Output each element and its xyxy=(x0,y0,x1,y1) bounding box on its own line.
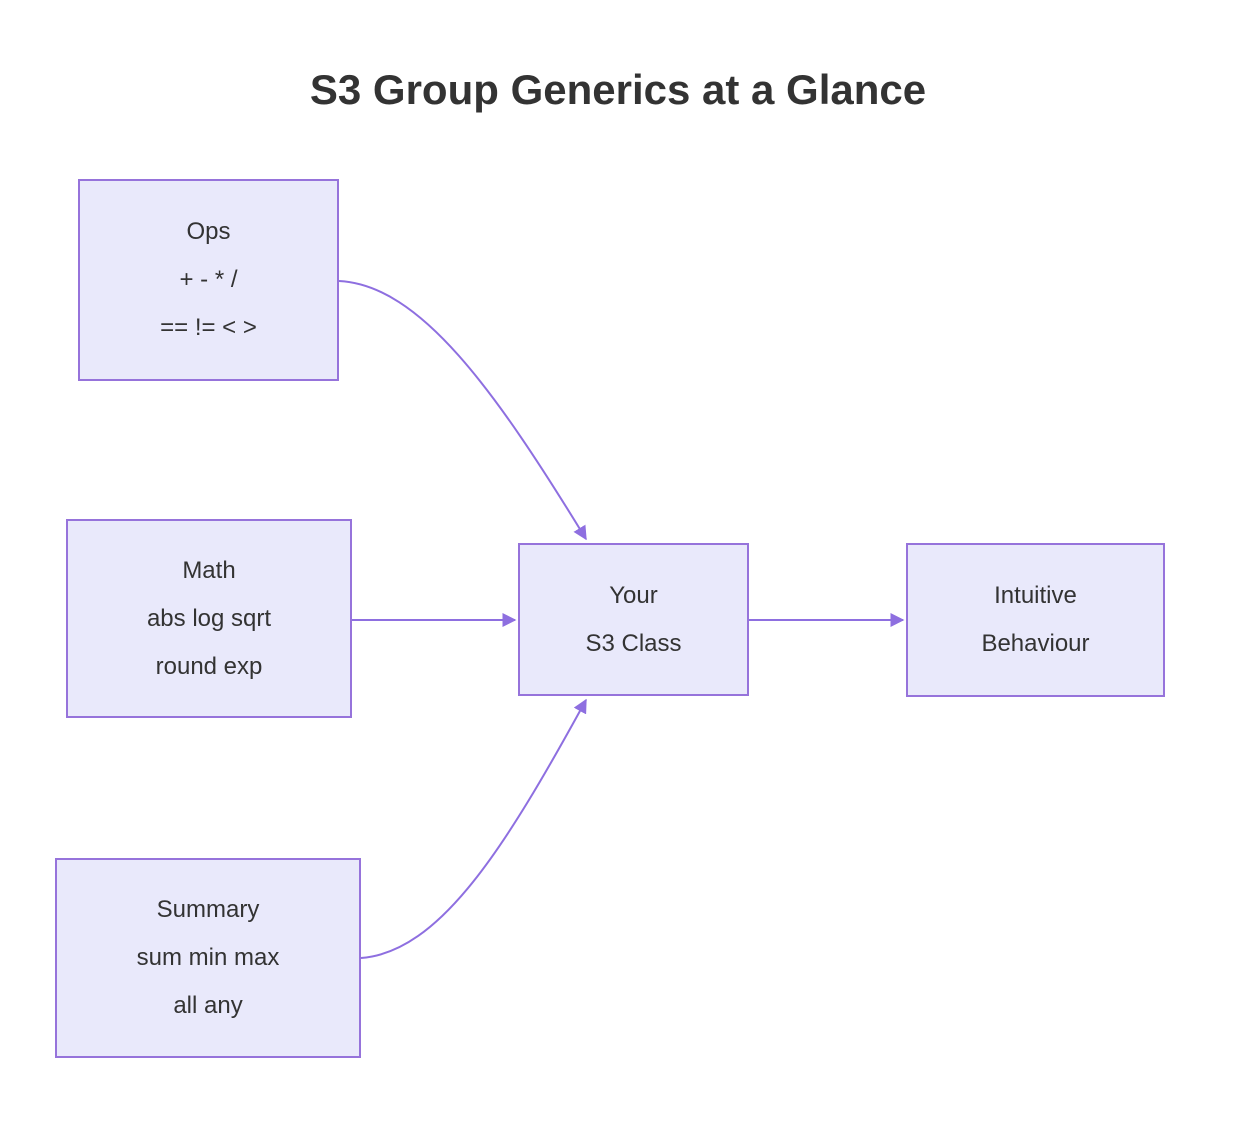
node-label-line: Intuitive xyxy=(994,582,1077,609)
node-label-line: Behaviour xyxy=(981,630,1090,657)
edge-ops-to-s3class xyxy=(338,280,587,541)
node-ops: Ops + - * / == != < > xyxy=(78,179,339,381)
node-label-line: Your xyxy=(609,581,658,609)
node-summary: Summary sum min max all any xyxy=(55,858,361,1058)
node-label-line: Summary xyxy=(156,896,260,923)
node-math: Math abs log sqrt round exp xyxy=(66,519,352,718)
node-intuitive-behaviour: Intuitive Behaviour xyxy=(906,543,1165,697)
node-label-line: + - * / xyxy=(179,266,238,293)
node-label-line: round exp xyxy=(155,652,263,680)
node-label-line: Ops xyxy=(186,218,231,245)
node-s3-class: Your S3 Class xyxy=(518,543,749,696)
node-label-line: all any xyxy=(173,992,243,1019)
node-label-line: S3 Class xyxy=(585,629,682,657)
node-label-line: Math xyxy=(182,556,236,584)
node-label-line: abs log sqrt xyxy=(146,604,272,632)
edge-summary-to-s3class xyxy=(360,698,587,959)
diagram-title: S3 Group Generics at a Glance xyxy=(309,66,927,113)
node-label-line: sum min max xyxy=(136,944,280,971)
node-label-line: == != < > xyxy=(160,314,257,341)
